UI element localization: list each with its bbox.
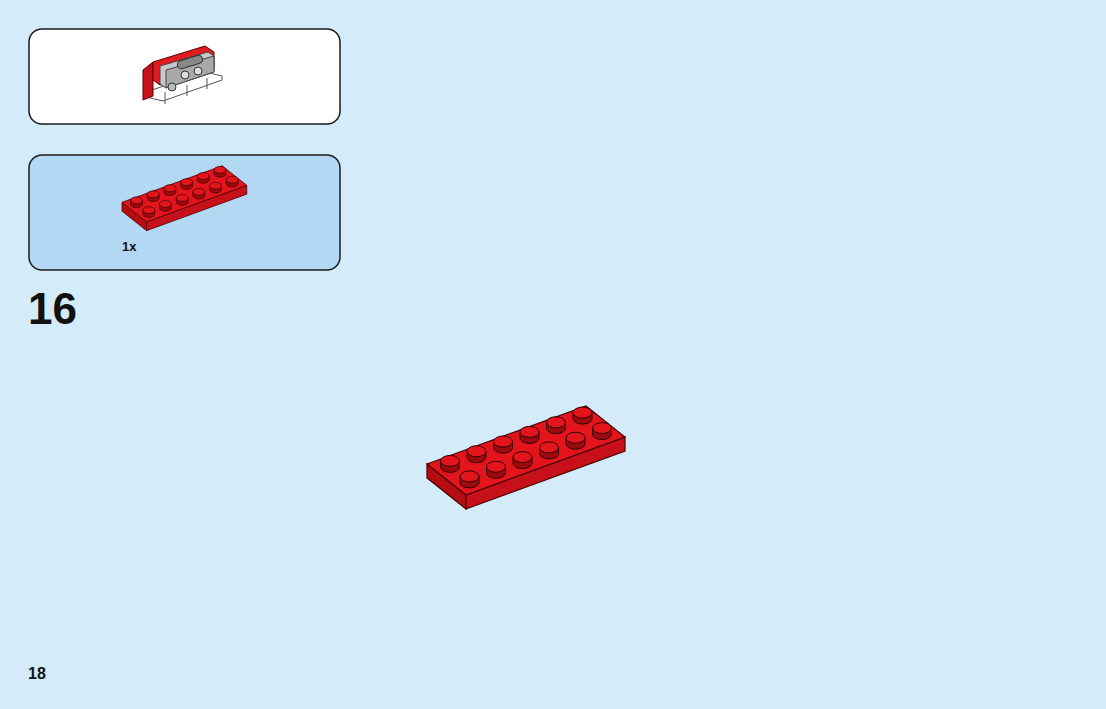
- page-number: 18: [28, 665, 46, 683]
- plate-2x6-model: [427, 406, 625, 509]
- previous-assembly: [143, 46, 222, 104]
- previous-step-panel: [29, 29, 340, 124]
- parts-callout-panel: 1x: [29, 155, 340, 270]
- part-quantity: 1x: [122, 239, 136, 254]
- parts-panel: [29, 155, 340, 270]
- plate-2x6-part: [122, 166, 247, 231]
- step-number: 16: [28, 284, 77, 334]
